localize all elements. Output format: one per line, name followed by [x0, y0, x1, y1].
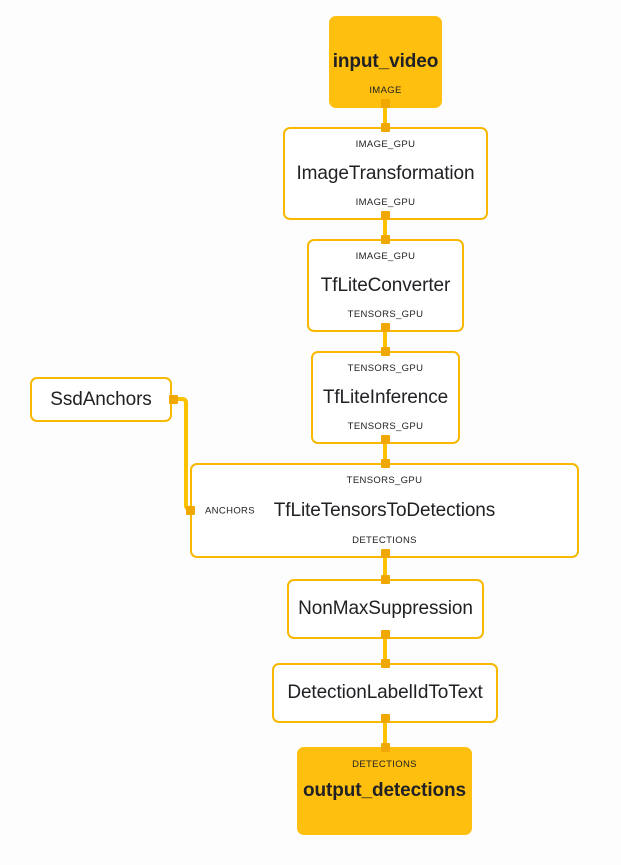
node-tflite-tensors-to-detections[interactable]: TENSORS_GPU ANCHORS TfLiteTensorsToDetec…: [190, 463, 579, 558]
node-tflite-converter[interactable]: IMAGE_GPU TfLiteConverter TENSORS_GPU: [307, 239, 464, 332]
node-input-video[interactable]: input_video IMAGE: [329, 16, 442, 108]
port-tensors-to-detections-anchors-in: [186, 505, 195, 515]
node-output-detections[interactable]: DETECTIONS output_detections: [297, 747, 472, 835]
node-non-max-suppression-title: NonMaxSuppression: [298, 598, 473, 620]
node-image-transformation-output-port: IMAGE_GPU: [355, 196, 416, 208]
node-tflite-tensors-to-detections-anchors-port: ANCHORS: [205, 504, 255, 516]
node-tflite-inference-title: TfLiteInference: [322, 386, 449, 408]
node-input-video-output-port: IMAGE: [369, 84, 402, 96]
node-tflite-converter-input-port: IMAGE_GPU: [355, 251, 416, 262]
node-image-transformation-input-port: IMAGE_GPU: [355, 139, 416, 150]
node-tflite-converter-output-port: TENSORS_GPU: [347, 308, 424, 320]
port-nms-in: [380, 575, 390, 584]
node-tflite-converter-title: TfLiteConverter: [320, 274, 451, 296]
port-detection-label-id-to-text-out: [380, 714, 390, 723]
node-output-detections-input-port: DETECTIONS: [352, 759, 417, 770]
port-tflite-inference-in: [380, 347, 390, 356]
node-tflite-tensors-to-detections-output-port: DETECTIONS: [352, 534, 417, 546]
node-input-video-title: input_video: [332, 51, 439, 73]
port-image-transformation-out: [380, 211, 390, 220]
port-tflite-converter-out: [380, 323, 390, 332]
port-tensors-to-detections-out: [380, 549, 390, 558]
port-tflite-converter-in: [380, 235, 390, 244]
node-output-detections-title: output_detections: [303, 780, 466, 802]
node-tflite-tensors-to-detections-title: TfLiteTensorsToDetections: [273, 499, 496, 521]
port-tensors-to-detections-in: [380, 459, 390, 468]
node-image-transformation-title: ImageTransformation: [296, 162, 475, 184]
node-tflite-inference-input-port: TENSORS_GPU: [347, 363, 424, 374]
port-output-detections-in: [380, 743, 390, 752]
node-ssd-anchors-title: SsdAnchors: [50, 388, 152, 410]
node-tflite-inference[interactable]: TENSORS_GPU TfLiteInference TENSORS_GPU: [311, 351, 460, 444]
node-tflite-inference-output-port: TENSORS_GPU: [347, 420, 424, 432]
node-ssd-anchors[interactable]: SsdAnchors: [30, 377, 172, 422]
port-nms-out: [380, 630, 390, 639]
node-tflite-tensors-to-detections-input-port: TENSORS_GPU: [346, 475, 423, 486]
node-detection-label-id-to-text-title: DetectionLabelIdToText: [287, 682, 483, 704]
port-input-video-out: [380, 99, 390, 108]
node-detection-label-id-to-text[interactable]: DetectionLabelIdToText: [272, 663, 498, 723]
port-ssd-anchors-out: [169, 394, 178, 404]
port-image-transformation-in: [380, 123, 390, 132]
node-image-transformation[interactable]: IMAGE_GPU ImageTransformation IMAGE_GPU: [283, 127, 488, 220]
port-detection-label-id-to-text-in: [380, 659, 390, 668]
port-tflite-inference-out: [380, 435, 390, 444]
